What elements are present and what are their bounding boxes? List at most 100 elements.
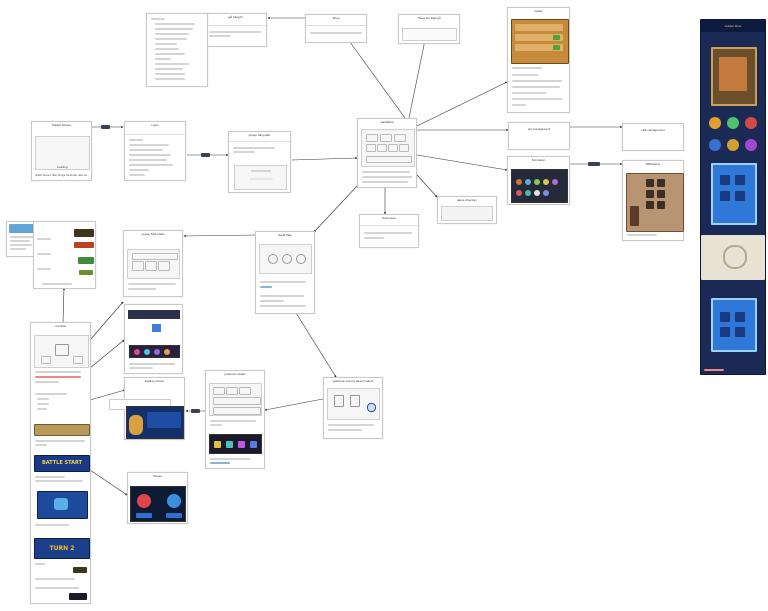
edge-guild-enemy <box>295 312 337 378</box>
formation-edge-badge <box>588 162 600 166</box>
gio-hang-title: giỏ hàng bi <box>228 15 243 19</box>
splash-edge-badge <box>101 125 110 129</box>
pokemon-select-title: pokemon select <box>224 372 246 376</box>
game-art-ornament <box>701 235 765 280</box>
guild-map-node[interactable]: Guild Map <box>255 231 315 314</box>
combat-node[interactable]: Combat BATTLE START TURN 2 <box>30 322 91 604</box>
pause-node[interactable]: Pause <box>127 472 188 524</box>
pause-preview <box>130 486 186 522</box>
loading-screen-node[interactable]: loading screen <box>109 377 185 440</box>
game-directory-node[interactable]: game directory <box>437 196 497 224</box>
edge-combat-skillpop <box>89 339 125 369</box>
menu-list-node <box>146 13 208 87</box>
skill-popup-node <box>124 304 183 374</box>
edge-guild-popupsua <box>183 234 256 238</box>
splash-title: Splash Screen <box>51 123 72 127</box>
main-menu-title: mainMenu <box>379 120 394 124</box>
main-menu-node[interactable]: mainMenu <box>357 118 417 188</box>
login-edge-badge <box>201 153 210 157</box>
edge-combat-pause <box>89 469 128 496</box>
pokemon-enemy-preview <box>327 388 380 420</box>
quest-board-preview <box>511 19 569 64</box>
reward-badge-3 <box>78 257 94 264</box>
item-banner <box>9 224 37 233</box>
loading-preview <box>126 406 184 439</box>
reward-badge-1 <box>74 229 94 237</box>
edge-main-shop <box>346 37 406 119</box>
splash-preview: Loading <box>35 136 90 170</box>
combat-turn-preview <box>37 491 88 519</box>
select-edge-badge <box>191 409 200 413</box>
game-art-card-gold <box>711 47 757 106</box>
login-node[interactable]: Login <box>124 121 186 181</box>
turn-banner: TURN 2 <box>34 538 90 559</box>
pet-management-title: pet management <box>527 127 551 131</box>
popup-hang-dan-title: popup hàng dân <box>248 133 271 137</box>
item-reward-card <box>33 221 96 289</box>
reward-badge-4 <box>79 270 93 275</box>
battle-start-banner: BATTLE START <box>34 455 90 472</box>
edge-combat-popupsua <box>89 301 124 341</box>
combat-banner-1 <box>34 424 90 436</box>
pause-title: Pause <box>153 474 162 478</box>
gio-hang-node[interactable]: giỏ hàng bi <box>204 13 267 47</box>
shop-title: Shop <box>332 16 340 20</box>
quest-node[interactable]: Quest <box>507 7 570 113</box>
edge-main-directory <box>416 174 438 198</box>
trang-thu-thap-title: Trang thu thập gỗ <box>417 16 441 20</box>
splash-screen-node[interactable]: Splash Screen Loading Splash Screen: Hiể… <box>31 121 92 181</box>
shop-node[interactable]: Shop <box>305 14 367 43</box>
trang-thu-thap-preview <box>402 28 457 41</box>
fb-factory-node[interactable]: FB/Factory <box>622 160 684 241</box>
popup-hang-dan-node[interactable]: popup hàng dân <box>228 131 291 193</box>
skill-management-node[interactable]: skill management <box>622 123 684 151</box>
reward-badge-2 <box>74 242 94 248</box>
formation-node[interactable]: Formation <box>507 156 570 205</box>
game-art-card-blue-2 <box>711 298 757 352</box>
main-menu-preview <box>361 129 415 167</box>
combat-end-badge <box>69 593 87 600</box>
splash-note: Splash Screen: Hiển thị logo, tải dữ liệ… <box>35 174 87 177</box>
formation-title: Formation <box>531 158 546 162</box>
edge-main-quest <box>416 81 508 127</box>
chat-menu-title: chat menu <box>381 216 396 220</box>
game-art-title: Golden Ruin <box>701 20 765 32</box>
login-title: Login <box>151 123 159 127</box>
edge-popup-main <box>291 156 358 161</box>
edge-combat-item <box>62 287 66 323</box>
game-art-card-blue <box>711 163 757 225</box>
combat-title: Combat <box>55 324 66 328</box>
trang-thu-thap-node[interactable]: Trang thu thập gỗ <box>398 14 460 44</box>
guild-map-title: Guild Map <box>278 233 292 237</box>
game-directory-preview <box>441 206 493 221</box>
edge-main-thuthap <box>408 39 426 119</box>
formation-preview <box>511 169 568 203</box>
fb-factory-title: FB/Factory <box>645 162 661 166</box>
edge-main-formation <box>416 154 508 171</box>
edge-enemy-select <box>264 398 324 411</box>
guild-map-preview <box>259 244 312 274</box>
pokemon-enemy-select-node[interactable]: pokemon enemy (team) select <box>323 377 383 439</box>
game-art-strip: Golden Ruin <box>700 19 766 375</box>
popup-sua-chien-title: popup Sửa chiến <box>141 232 165 236</box>
chat-menu-node[interactable]: chat menu <box>359 214 419 248</box>
loading-screen-title: loading screen <box>144 379 165 383</box>
combat-preview <box>34 335 89 368</box>
game-directory-title: game directory <box>457 198 477 202</box>
edge-combat-loading <box>89 389 126 401</box>
strip-caption-line <box>704 369 724 371</box>
popup-hang-dan-preview <box>234 165 287 190</box>
pokemon-select-icons <box>209 434 262 454</box>
edge-main-guild <box>313 184 359 233</box>
pokemon-select-preview <box>209 383 262 416</box>
popup-sua-chien-node[interactable]: popup Sửa chiến <box>123 230 183 297</box>
splash-caption: Loading <box>57 165 68 169</box>
fb-factory-preview <box>626 173 684 232</box>
quest-title: Quest <box>534 9 543 13</box>
pokemon-select-node[interactable]: pokemon select <box>205 370 265 469</box>
pet-management-node[interactable]: pet management <box>508 122 570 150</box>
popup-sua-chien-preview <box>127 249 180 279</box>
pokemon-enemy-title: pokemon enemy (team) select <box>332 379 374 383</box>
